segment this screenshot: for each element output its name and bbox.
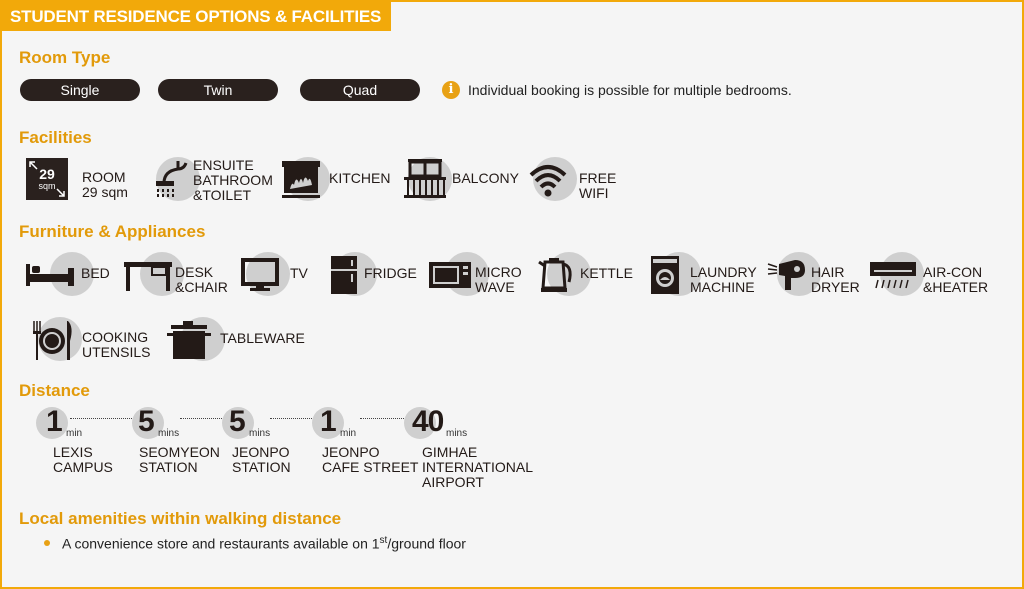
appliance-bed: BED [24,250,119,300]
appliance-microwave: MICRO WAVE [427,250,537,300]
facility-label: ENSUITE BATHROOM &TOILET [193,157,273,203]
washing-machine-icon [651,256,679,294]
facility-label: BALCONY [452,170,519,186]
distance-circle [312,407,344,439]
room-option-single[interactable]: Single [20,79,140,101]
amenities-bullet: A convenience store and restaurants avai… [44,535,466,552]
appliance-label: HAIR DRYER [811,264,860,295]
appliance-label: DESK &CHAIR [175,264,228,295]
shower-icon [156,161,188,197]
room-type-heading: Room Type [19,48,111,67]
distance-value: 1 [320,405,337,438]
distance-circle [404,407,436,439]
desk-icon [124,262,172,291]
appliance-tv: TV [240,250,320,300]
distance-label: JEONPO STATION [232,444,291,475]
room-option-quad[interactable]: Quad [300,79,420,101]
distance-unit: min [340,428,357,439]
facility-label: KITCHEN [329,170,391,186]
bullet-dot [44,540,50,547]
appliance-label: TV [290,265,308,281]
distance-value: 5 [138,405,155,438]
route-connector [360,418,406,419]
utensils-icon [33,321,72,360]
appliance-tableware: TABLEWARE [167,315,317,365]
appliance-kettle: KETTLE [537,250,642,300]
distance-value: 40 [412,405,444,438]
facility-balcony: BALCONY [402,155,527,205]
facility-bathroom: ENSUITE BATHROOM &TOILET [150,155,280,205]
appliance-label: KETTLE [580,265,633,281]
distance-value: 1 [46,405,63,438]
info-icon: i [442,81,460,99]
distance-unit: min [66,428,83,439]
amenities-heading: Local amenities within walking distance [19,509,342,528]
appliance-label: LAUNDRY MACHINE [690,264,757,295]
distance-label: SEOMYEON STATION [139,444,220,475]
route-connector [180,418,226,419]
facility-room-size: 29 sqm ROOM 29 sqm [20,155,140,205]
distance-label: JEONPO CAFE STREET [322,444,419,475]
pot-icon [167,321,211,359]
facility-wifi: FREE WIFI [527,155,627,205]
facility-label: ROOM 29 sqm [82,169,128,200]
room-option-twin[interactable]: Twin [158,79,278,101]
distance-heading: Distance [19,381,90,400]
distance-circle [222,407,254,439]
appliance-fridge: FRIDGE [327,250,427,300]
distance-circle [36,407,68,439]
distance-label: GIMHAE INTERNATIONAL AIRPORT [422,444,533,490]
distance-unit: mins [446,428,468,439]
wifi-icon [529,165,567,197]
kettle-icon [538,258,572,292]
appliance-hair-dryer: HAIR DRYER [767,250,867,300]
room-size-icon: 29 sqm [26,158,68,200]
hair-dryer-icon [767,260,805,290]
appliance-aircon: AIR-CON &HEATER [868,250,1008,300]
appliance-label: AIR-CON &HEATER [923,264,989,295]
amenities-text: A convenience store and restaurants avai… [62,535,466,552]
distance-label: LEXIS CAMPUS [53,444,113,475]
booking-note: i Individual booking is possible for mul… [442,80,792,100]
bed-icon [26,264,74,286]
fridge-icon [331,256,357,294]
facility-label: FREE WIFI [579,170,617,201]
distance-value: 5 [229,405,246,438]
appliance-label: FRIDGE [364,265,417,281]
distance-circle [132,407,164,439]
distance-unit: mins [158,428,180,439]
appliance-desk: DESK &CHAIR [122,250,232,300]
distance-unit: mins [249,428,271,439]
appliance-label: TABLEWARE [220,330,305,346]
furniture-heading: Furniture & Appliances [19,222,206,241]
air-conditioner-icon [870,262,916,289]
page-title: STUDENT RESIDENCE OPTIONS & FACILITIES [2,2,392,31]
appliance-label: COOKING UTENSILS [82,329,151,360]
appliance-label: MICRO WAVE [475,264,522,295]
booking-note-text: Individual booking is possible for multi… [468,82,792,98]
facilities-heading: Facilities [19,128,92,147]
microwave-icon [429,262,471,288]
appliance-label: BED [81,265,110,281]
tv-icon [241,258,279,291]
facility-kitchen: KITCHEN [280,155,400,205]
balcony-icon [404,159,446,198]
route-connector [70,418,134,419]
appliance-cooking-utensils: COOKING UTENSILS [30,315,160,365]
route-connector [270,418,316,419]
stove-icon [282,161,320,198]
appliance-laundry: LAUNDRY MACHINE [647,250,767,300]
